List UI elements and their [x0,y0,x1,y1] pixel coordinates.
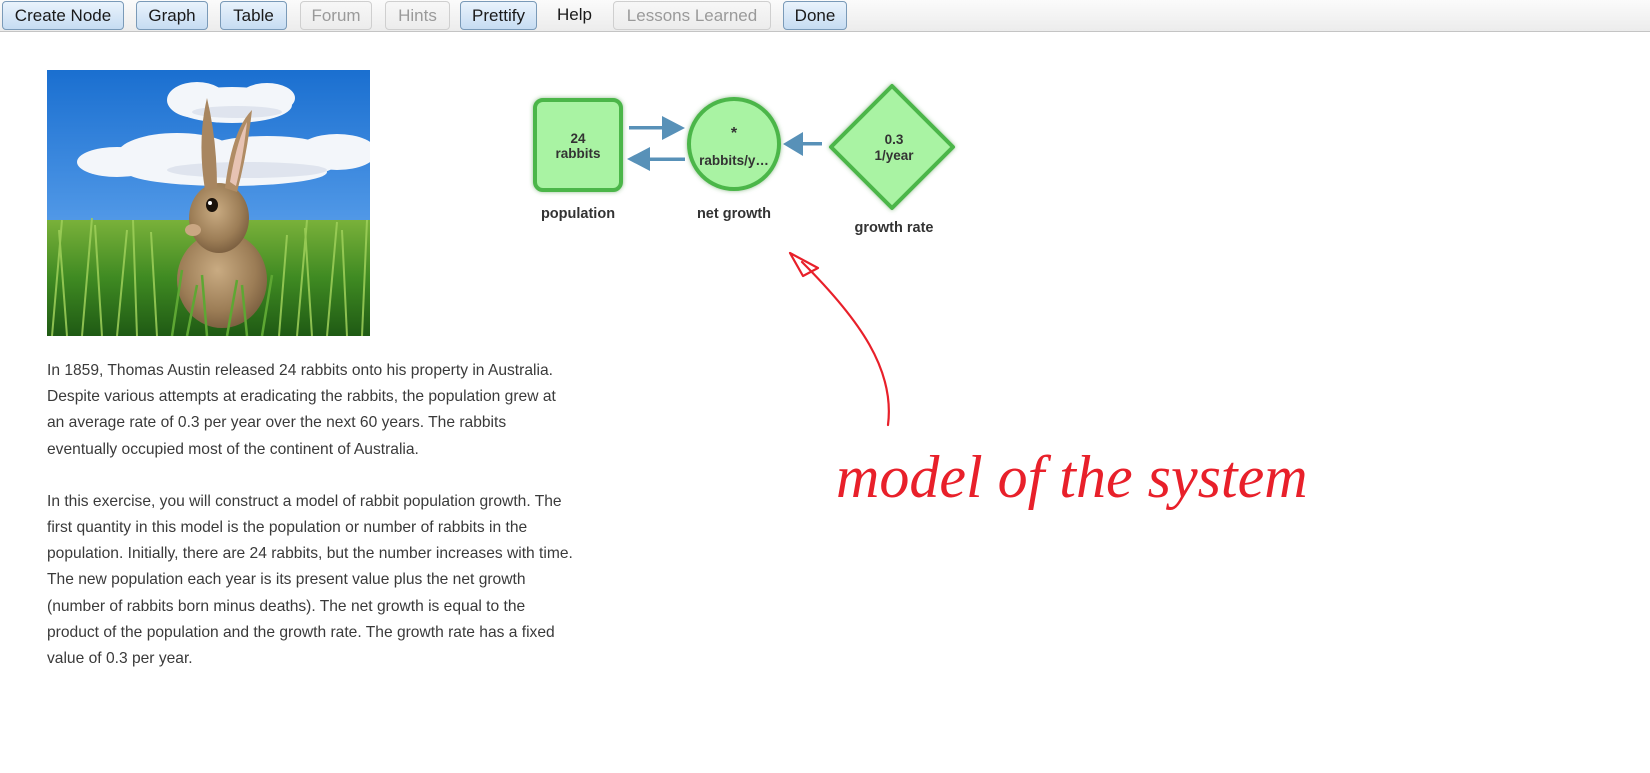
problem-paragraph-1: In 1859, Thomas Austin released 24 rabbi… [47,362,556,458]
net-growth-value: * [731,125,738,142]
arrow-population-to-net-growth [629,116,685,140]
net-growth-label: net growth [697,206,771,222]
annotation-text: model of the system [836,444,1308,510]
rabbit-photo [47,70,370,336]
problem-paragraph-2: In this exercise, you will construct a m… [47,492,573,668]
node-population[interactable]: 24 rabbits [533,98,623,192]
node-net-growth[interactable]: * rabbits/y… [687,97,781,191]
growth-rate-value: 0.3 [885,132,904,147]
annotation-arrow [788,251,890,427]
population-unit: rabbits [555,146,600,161]
graph-button[interactable]: Graph [136,1,208,30]
table-button[interactable]: Table [220,1,287,30]
problem-description: In 1859, Thomas Austin released 24 rabbi… [47,358,577,698]
arrow-net-growth-to-population [627,147,685,171]
net-growth-unit: rabbits/y… [699,153,769,168]
population-label: population [541,206,615,222]
lessons-learned-button[interactable]: Lessons Learned [613,1,771,30]
create-node-button[interactable]: Create Node [2,1,124,30]
growth-rate-label: growth rate [855,220,934,236]
help-menu[interactable]: Help [557,5,592,24]
toolbar: Create Node Graph Table Forum Hints Pret… [0,0,1650,32]
growth-rate-unit: 1/year [874,148,914,163]
forum-button[interactable]: Forum [300,1,372,30]
arrow-growth-rate-to-net-growth [783,132,822,156]
node-growth-rate[interactable]: 0.3 1/year [829,84,955,210]
hints-button[interactable]: Hints [385,1,450,30]
population-value: 24 [570,131,586,146]
done-button[interactable]: Done [783,1,847,30]
prettify-button[interactable]: Prettify [460,1,537,30]
